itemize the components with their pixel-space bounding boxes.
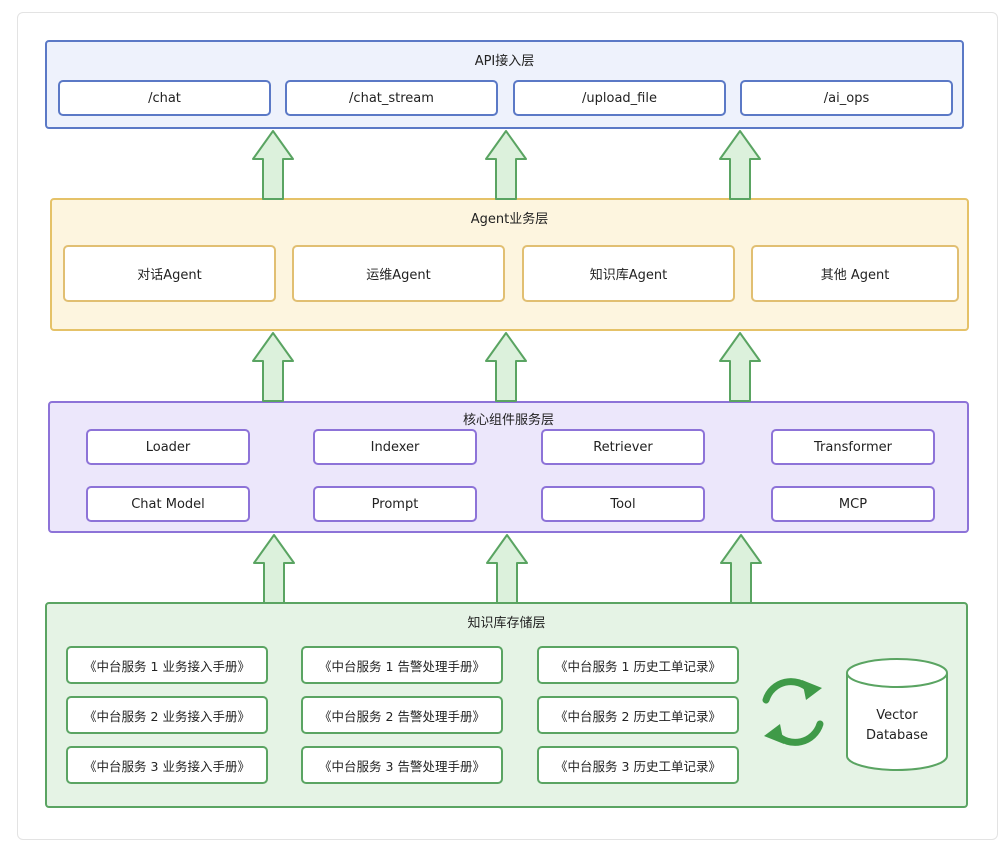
agent-other: 其他 Agent [751,245,959,302]
doc-service2-alarm: 《中台服务 2 告警处理手册》 [301,696,503,734]
doc-service1-alarm: 《中台服务 1 告警处理手册》 [301,646,503,684]
kb-layer-title: 知识库存储层 [467,616,546,631]
arrow-up-icon [252,130,294,200]
core-layer-title: 核心组件服务层 [462,413,554,428]
component-loader: Loader [86,429,250,465]
component-prompt: Prompt [313,486,477,522]
vector-database-label: Vector Database [847,706,947,746]
component-chat-model: Chat Model [86,486,250,522]
agent-layer-title: Agent业务层 [470,212,549,227]
endpoint-ai-ops: /ai_ops [740,80,953,116]
arrow-up-icon [719,332,761,402]
agent-layer: Agent业务层 对话Agent 运维Agent 知识库Agent 其他 Age… [50,198,969,331]
api-layer: API接入层 /chat /chat_stream /upload_file /… [45,40,964,129]
agent-ops: 运维Agent [292,245,505,302]
arrow-up-icon [485,130,527,200]
component-tool: Tool [541,486,705,522]
vector-database-line1: Vector [876,708,918,723]
sync-arrowhead [802,680,822,700]
agent-knowledge: 知识库Agent [522,245,735,302]
arrow-up-icon [485,332,527,402]
doc-service2-access: 《中台服务 2 业务接入手册》 [66,696,268,734]
doc-service1-access: 《中台服务 1 业务接入手册》 [66,646,268,684]
endpoint-chat-stream: /chat_stream [285,80,498,116]
sync-arrowhead [764,724,784,744]
doc-service3-alarm: 《中台服务 3 告警处理手册》 [301,746,503,784]
arrow-up-icon [720,534,762,604]
component-transformer: Transformer [771,429,935,465]
arrow-up-icon [486,534,528,604]
doc-service1-tickets: 《中台服务 1 历史工单记录》 [537,646,739,684]
doc-service2-tickets: 《中台服务 2 历史工单记录》 [537,696,739,734]
kb-layer: 知识库存储层 《中台服务 1 业务接入手册》 《中台服务 1 告警处理手册》 《… [45,602,968,808]
component-retriever: Retriever [541,429,705,465]
vector-database-line2: Database [865,728,929,743]
doc-service3-access: 《中台服务 3 业务接入手册》 [66,746,268,784]
arrow-up-icon [252,332,294,402]
api-layer-title: API接入层 [474,54,535,69]
arrow-up-icon [719,130,761,200]
database-icon [846,658,948,771]
agent-dialog: 对话Agent [63,245,276,302]
endpoint-upload-file: /upload_file [513,80,726,116]
component-mcp: MCP [771,486,935,522]
arrow-up-icon [253,534,295,604]
core-layer: 核心组件服务层 Loader Indexer Retriever Transfo… [48,401,969,533]
doc-service3-tickets: 《中台服务 3 历史工单记录》 [537,746,739,784]
endpoint-chat: /chat [58,80,271,116]
component-indexer: Indexer [313,429,477,465]
